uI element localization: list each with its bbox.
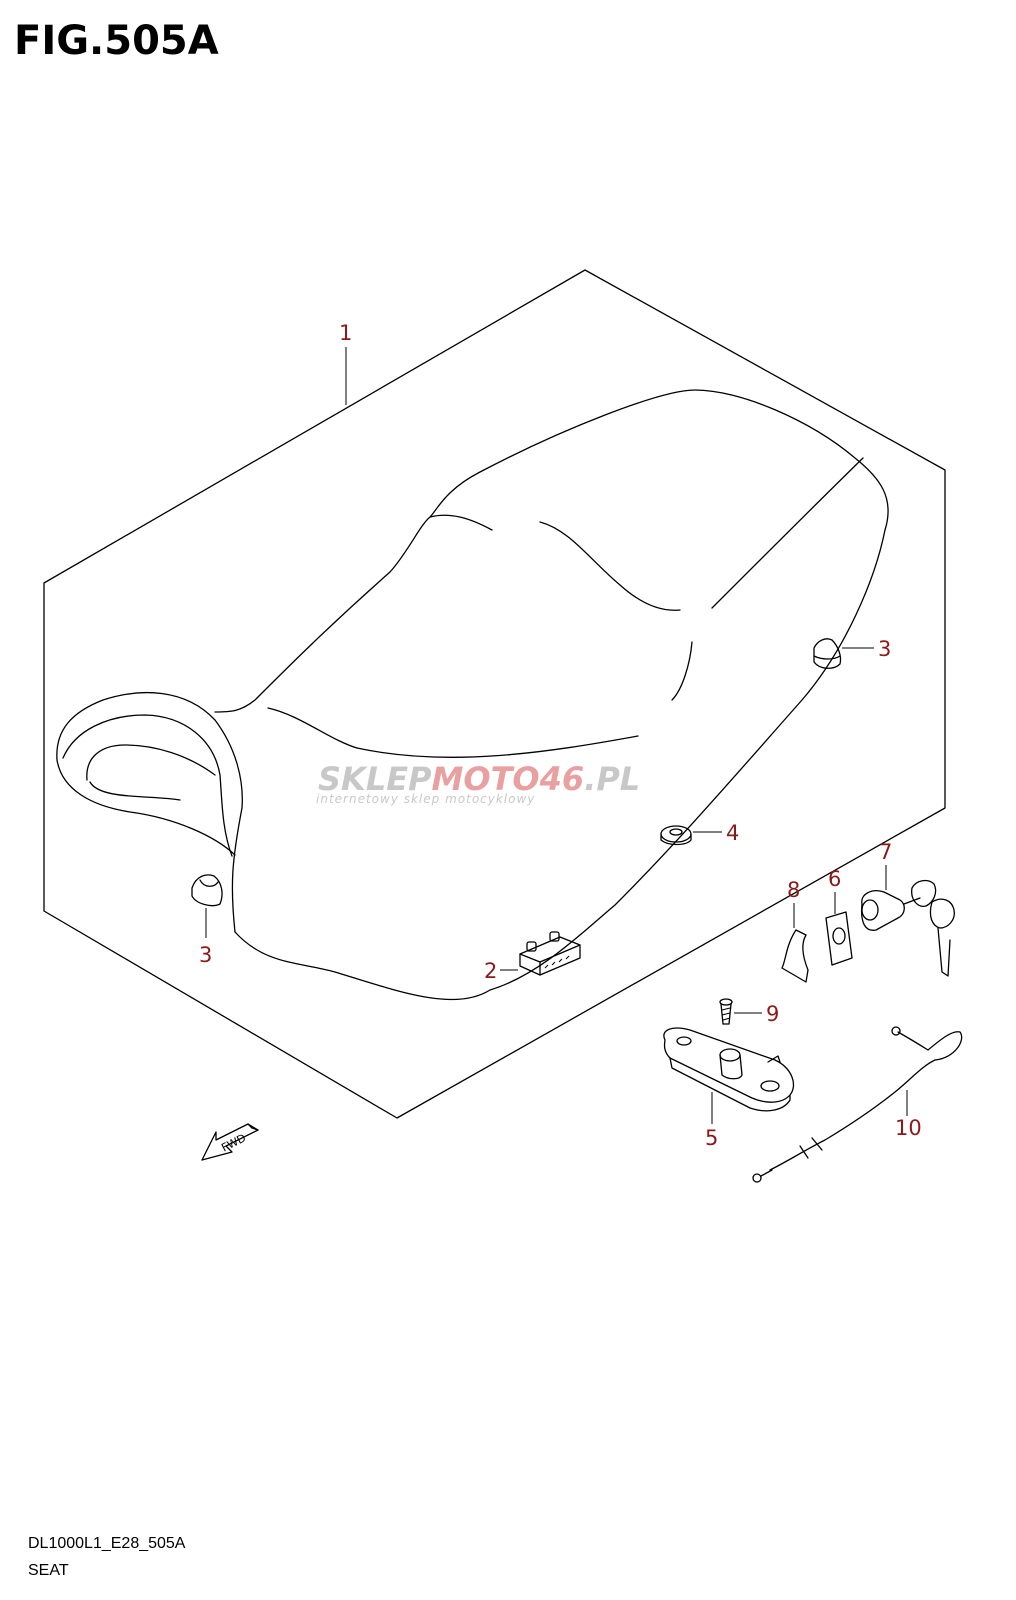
watermark-part2: MOTO [432, 760, 540, 798]
part-10-cable [752, 1026, 963, 1183]
part-8-clip [781, 929, 809, 983]
watermark-part3: 46 [539, 760, 585, 798]
fwd-label: FWD [219, 1131, 248, 1154]
part-3-cushion-right [813, 638, 842, 669]
part-9-screw [719, 998, 733, 1025]
callout-4-label: 4 [726, 821, 739, 845]
svg-text:SKLEPMOTO46.PL: SKLEPMOTO46.PL [318, 760, 640, 798]
callout-2-label: 2 [484, 959, 497, 983]
fwd-arrow: FWD [201, 1123, 259, 1161]
callout-5-label: 5 [705, 1126, 718, 1150]
part-5-lock-base [663, 1027, 795, 1112]
part-2-bracket [519, 931, 581, 976]
figure-title: FIG.505A [14, 18, 219, 64]
callout-3a-label: 3 [878, 637, 891, 661]
footer: DL1000L1_E28_505A SEAT [28, 1530, 185, 1584]
diagram-name: SEAT [28, 1562, 69, 1579]
watermark-part4: .PL [584, 760, 640, 798]
part-7-lock-set [860, 879, 955, 977]
part-3-cushion-left [191, 874, 223, 907]
assembly-boundary [43, 269, 946, 1119]
callout-3b-label: 3 [199, 943, 212, 967]
callout-6-label: 6 [828, 867, 841, 891]
callout-8-label: 8 [787, 878, 800, 902]
callout-9-label: 9 [766, 1002, 779, 1026]
diagram-code: DL1000L1_E28_505A [28, 1535, 186, 1552]
watermark-part1: SKLEP [318, 760, 432, 798]
part-6-plate [825, 911, 853, 966]
seat-part [56, 389, 889, 1001]
callout-10-label: 10 [895, 1116, 922, 1140]
callout-7-label: 7 [879, 840, 892, 864]
watermark: SKLEPMOTO46.PL internetowy sklep motocyk… [316, 760, 640, 806]
callout-1-label: 1 [339, 321, 352, 345]
watermark-subtitle: internetowy sklep motocyklowy [316, 792, 535, 806]
part-4-nut [660, 825, 692, 846]
